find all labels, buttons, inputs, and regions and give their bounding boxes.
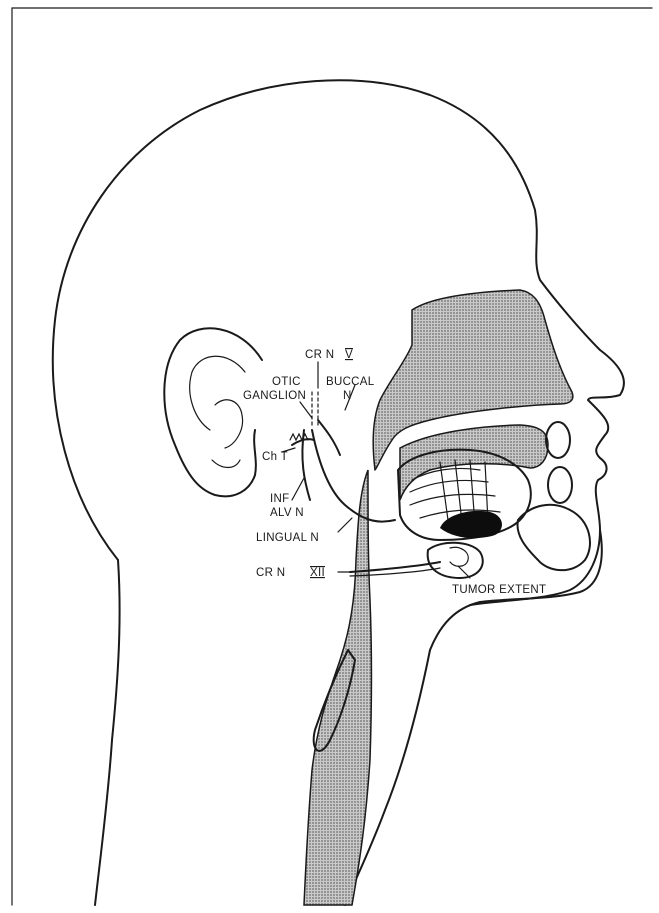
label-inf: INF [270, 493, 289, 505]
label-tumor-extent: TUMOR EXTENT [452, 584, 546, 596]
ear-outline [164, 328, 262, 496]
oral-roof [400, 425, 548, 500]
buccal-nerve [318, 420, 340, 455]
upper-lip [546, 422, 570, 458]
label-buccal: BUCCAL [326, 376, 375, 388]
hyoid-region [428, 543, 483, 578]
ear-inner-fold [190, 356, 245, 430]
label-cr-n-xii-numeral: XII [310, 567, 325, 579]
label-otic: OTIC [272, 376, 301, 388]
label-cr-n-v-numeral: V [345, 349, 353, 361]
label-ch-t: Ch T [262, 451, 288, 463]
label-ganglion: GANGLION [243, 390, 306, 402]
label-alv-n: ALV N [270, 507, 304, 519]
label-buccal-n: N [343, 390, 352, 402]
ear-concha [215, 400, 243, 448]
tumor-mass [440, 511, 502, 538]
label-cr-n-xii: CR N [256, 567, 285, 579]
label-cr-n-v: CR N [305, 349, 334, 361]
lower-lip [548, 467, 572, 503]
label-lingual-n: LINGUAL N [256, 532, 319, 544]
tumor-extent-outline [450, 547, 468, 566]
neck-back-outline [95, 560, 120, 905]
mandible-outline [518, 505, 590, 570]
ear-lobe-fold [212, 460, 240, 468]
